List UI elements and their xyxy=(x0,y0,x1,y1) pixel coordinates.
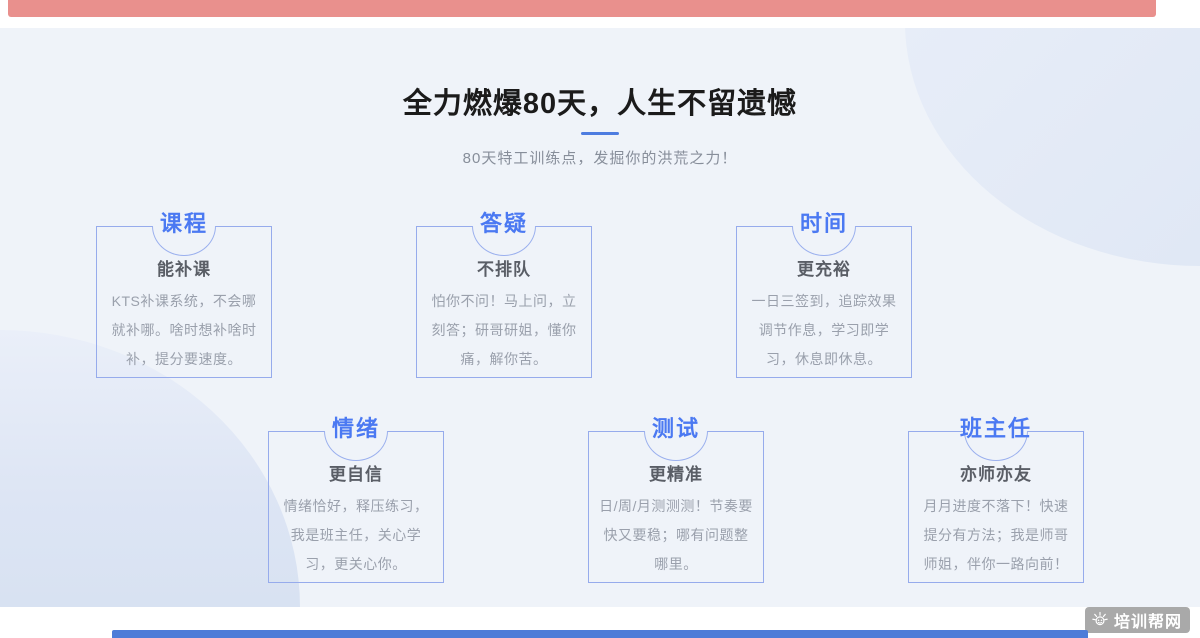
card-body: 一日三签到，追踪效果调节作息，学习即学习，休息即休息。 xyxy=(751,293,897,367)
card-heading: 能补课 xyxy=(157,260,211,279)
card-tag: 情绪 xyxy=(331,416,380,441)
card-tag: 班主任 xyxy=(959,416,1032,441)
card-heading: 更自信 xyxy=(329,465,383,484)
feature-card-time: 时间 更充裕 一日三签到，追踪效果调节作息，学习即学习，休息即休息。 xyxy=(736,213,912,378)
card-tag: 课程 xyxy=(159,211,208,236)
card-heading: 更精准 xyxy=(649,465,703,484)
feature-card-teacher: 班主任 亦师亦友 月月进度不落下！快速提分有方法；我是师哥师姐，伴你一路向前！ xyxy=(908,418,1084,583)
title-divider xyxy=(581,132,619,135)
card-heading: 不排队 xyxy=(477,260,531,279)
card-body: 日/周/月测测测！节奏要快又要稳；哪有问题整哪里。 xyxy=(599,498,753,572)
card-tag: 答疑 xyxy=(479,211,528,236)
card-body: KTS补课系统，不会哪就补哪。啥时想补啥时补，提分要速度。 xyxy=(111,293,257,367)
watermark-label: 培训帮网 xyxy=(1114,614,1183,631)
page-title: 全力燃爆80天，人生不留遗憾 xyxy=(402,88,798,120)
feature-card-course: 课程 能补课 KTS补课系统，不会哪就补哪。啥时想补啥时补，提分要速度。 xyxy=(96,213,272,378)
card-body: 月月进度不落下！快速提分有方法；我是师哥师姐，伴你一路向前！ xyxy=(923,498,1069,572)
page-subtitle: 80天特工训练点，发掘你的洪荒之力！ xyxy=(462,150,738,167)
feature-card-test: 测试 更精准 日/周/月测测测！节奏要快又要稳；哪有问题整哪里。 xyxy=(588,418,764,583)
card-heading: 亦师亦友 xyxy=(960,465,1032,484)
top-red-strip xyxy=(8,0,1156,17)
card-body: 怕你不问！马上问，立刻答；研哥研姐，懂你痛，解你苦。 xyxy=(431,293,577,367)
card-tag: 测试 xyxy=(651,416,700,441)
bottom-blue-strip xyxy=(112,630,1088,638)
features-section: 全力燃爆80天，人生不留遗憾 80天特工训练点，发掘你的洪荒之力！ 课程 能补课… xyxy=(0,28,1200,607)
sun-face-icon xyxy=(1092,611,1108,626)
feature-card-qa: 答疑 不排队 怕你不问！马上问，立刻答；研哥研姐，懂你痛，解你苦。 xyxy=(416,213,592,378)
card-tag: 时间 xyxy=(799,211,848,236)
feature-card-emotion: 情绪 更自信 情绪恰好，释压练习，我是班主任，关心学习，更关心你。 xyxy=(268,418,444,583)
card-heading: 更充裕 xyxy=(797,260,851,279)
site-watermark-badge: 培训帮网 xyxy=(1085,607,1191,633)
card-body: 情绪恰好，释压练习，我是班主任，关心学习，更关心你。 xyxy=(283,498,429,572)
